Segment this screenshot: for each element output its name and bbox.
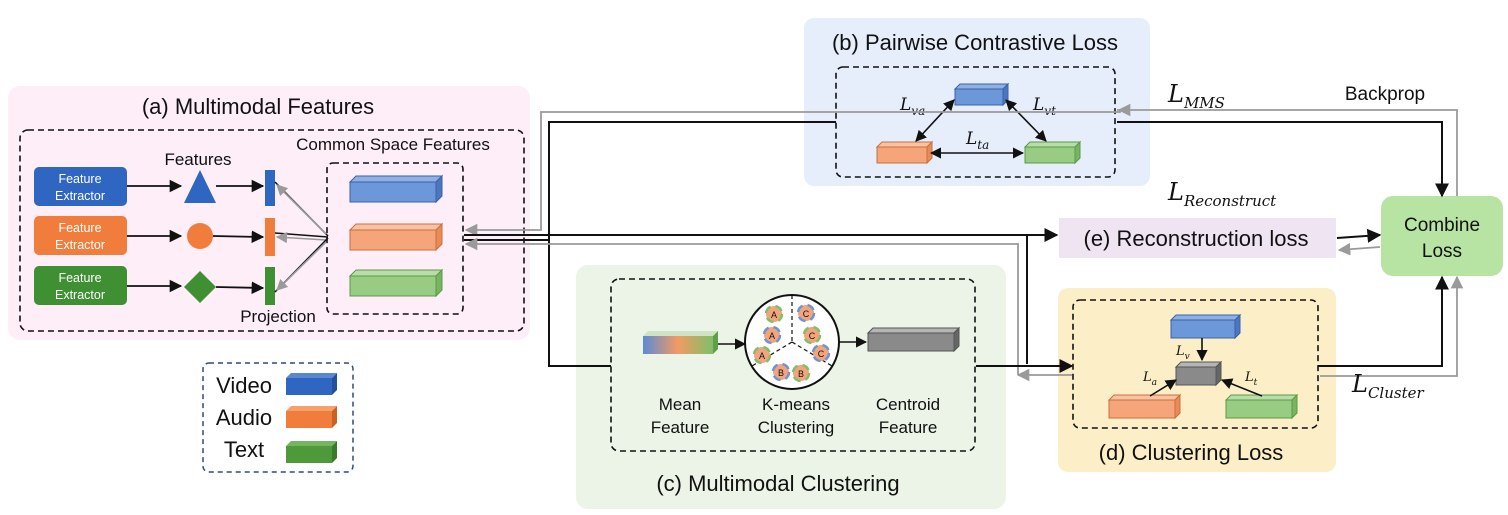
label-l-mms: LMMS <box>1167 80 1225 112</box>
panel-b-title: (b) Pairwise Contrastive Loss <box>832 30 1118 55</box>
extractor-label-line2: Extractor <box>55 238 105 252</box>
text-projection-bar <box>265 267 275 305</box>
centroid-line2: Feature <box>879 418 938 437</box>
label-l-reconstruct: LReconstruct <box>1167 178 1277 210</box>
cluster-dot-c2: C <box>802 325 822 345</box>
gray-backprop-from-combine-top <box>1117 103 1458 196</box>
panel-d-centroid-block <box>1174 360 1223 387</box>
text-common-feature <box>348 268 444 298</box>
kmeans-line1: K-means <box>762 395 830 414</box>
text-feature-diamond <box>184 271 216 303</box>
audio-projection-bar <box>265 218 275 256</box>
extractor-label-line1: Feature <box>58 172 101 186</box>
svg-text:C: C <box>818 349 825 359</box>
svg-text:B: B <box>798 369 804 379</box>
arrow-text-projection-from-common <box>276 241 327 291</box>
svg-text:B: B <box>778 368 784 378</box>
arrow-d-audio-to-centroid <box>1149 379 1177 397</box>
svg-text:C: C <box>803 309 810 319</box>
backprop-label: Backprop <box>1345 84 1425 105</box>
label-l-ta: Lta <box>965 129 989 152</box>
gray-backprop-cluster <box>1320 275 1464 377</box>
video-projection-bar <box>265 170 275 206</box>
legend-audio-swatch <box>286 406 337 428</box>
combine-loss-box <box>1381 196 1503 276</box>
text-feature-extractor: Feature Extractor <box>34 266 127 305</box>
panel-b-audio-block <box>875 140 934 165</box>
centroid-line1: Centroid <box>876 395 940 414</box>
cluster-dot-a3: A <box>752 345 772 365</box>
line-common-to-clustering <box>548 240 611 367</box>
legend-video-swatch <box>286 373 337 395</box>
line-mms-to-combine <box>1117 121 1449 198</box>
centroid-feature-block <box>866 326 961 353</box>
cluster-dot-b2: B <box>791 363 811 383</box>
audio-common-feature <box>348 222 444 252</box>
line-cluster-to-combine <box>1318 275 1449 367</box>
legend-video-label: Video <box>216 373 272 398</box>
video-feature-triangle <box>184 170 216 203</box>
common-space-label: Common Space Features <box>296 135 490 154</box>
arrow-d-text-to-centroid <box>1220 378 1263 397</box>
combine-loss-line2: Loss <box>1422 241 1462 262</box>
panel-a-title: (a) Multimodal Features <box>142 94 374 119</box>
mean-feature-line2: Feature <box>651 418 710 437</box>
cluster-dot-c3: C <box>811 343 831 363</box>
svg-text:A: A <box>769 331 775 341</box>
video-feature-extractor: Feature Extractor <box>34 167 127 206</box>
arrow-va <box>915 99 955 142</box>
extractor-label-line2: Extractor <box>55 189 105 203</box>
arrow-vt <box>1005 99 1047 142</box>
panel-c-title: (c) Multimodal Clustering <box>656 471 899 496</box>
panel-d-audio-block <box>1107 393 1182 420</box>
panel-d-title: (d) Clustering Loss <box>1099 440 1284 465</box>
panel-e-label: (e) Reconstruction loss <box>1084 226 1309 251</box>
legend-text-swatch <box>286 441 337 463</box>
cluster-dot-c1: C <box>796 303 816 323</box>
panel-b-dashed-frame <box>835 66 1116 178</box>
label-l-cluster: LCluster <box>1351 370 1424 402</box>
legend-audio-label: Audio <box>216 405 272 430</box>
panel-c-dashed-frame <box>610 278 976 452</box>
panel-e-background <box>1059 218 1336 258</box>
cluster-dot-a1: A <box>764 304 784 324</box>
projection-label: Projection <box>240 307 316 326</box>
line-reconstruction-to-combine <box>1336 228 1382 243</box>
gray-backprop-recon <box>464 237 1019 375</box>
legend-text-label: Text <box>224 437 264 462</box>
arrow-audio-projection-from-common <box>275 232 327 244</box>
panel-b-text-block <box>1023 140 1082 165</box>
svg-text:A: A <box>759 351 765 361</box>
audio-feature-extractor: Feature Extractor <box>34 216 127 255</box>
panel-d-video-block <box>1169 313 1242 340</box>
label-l-va: Lva <box>899 95 925 118</box>
kmeans-circle <box>744 294 840 390</box>
line-common-to-contrastive <box>464 121 836 241</box>
svg-text:C: C <box>809 331 816 341</box>
panel-d-text-block <box>1224 393 1299 420</box>
cluster-dot-a2: A <box>762 325 782 345</box>
panel-b-video-block <box>953 82 1010 107</box>
label-l-a: La <box>1142 370 1157 388</box>
extractor-label-line2: Extractor <box>55 288 105 302</box>
gray-combine-to-reconstruction <box>1337 242 1381 256</box>
mean-feature-block <box>643 331 718 354</box>
label-l-v: Lv <box>1175 344 1190 362</box>
label-l-vt: Lvt <box>1032 95 1056 118</box>
kmeans-line2: Clustering <box>758 418 835 437</box>
mean-feature-line1: Mean <box>659 395 702 414</box>
extractor-label-line1: Feature <box>58 271 101 285</box>
cluster-dot-b1: B <box>771 362 791 382</box>
extractor-label-line1: Feature <box>58 221 101 235</box>
combine-loss-line1: Combine <box>1404 215 1480 236</box>
svg-text:A: A <box>771 310 777 320</box>
label-l-t: Lt <box>1244 370 1258 388</box>
arrow-text-feature-to-projection <box>215 281 265 295</box>
arrow-video-projection-from-common <box>276 184 327 235</box>
features-label: Features <box>164 150 231 169</box>
video-common-feature <box>348 174 444 204</box>
arrow-audio-feature-to-projection <box>212 230 265 244</box>
audio-feature-circle <box>187 223 213 249</box>
